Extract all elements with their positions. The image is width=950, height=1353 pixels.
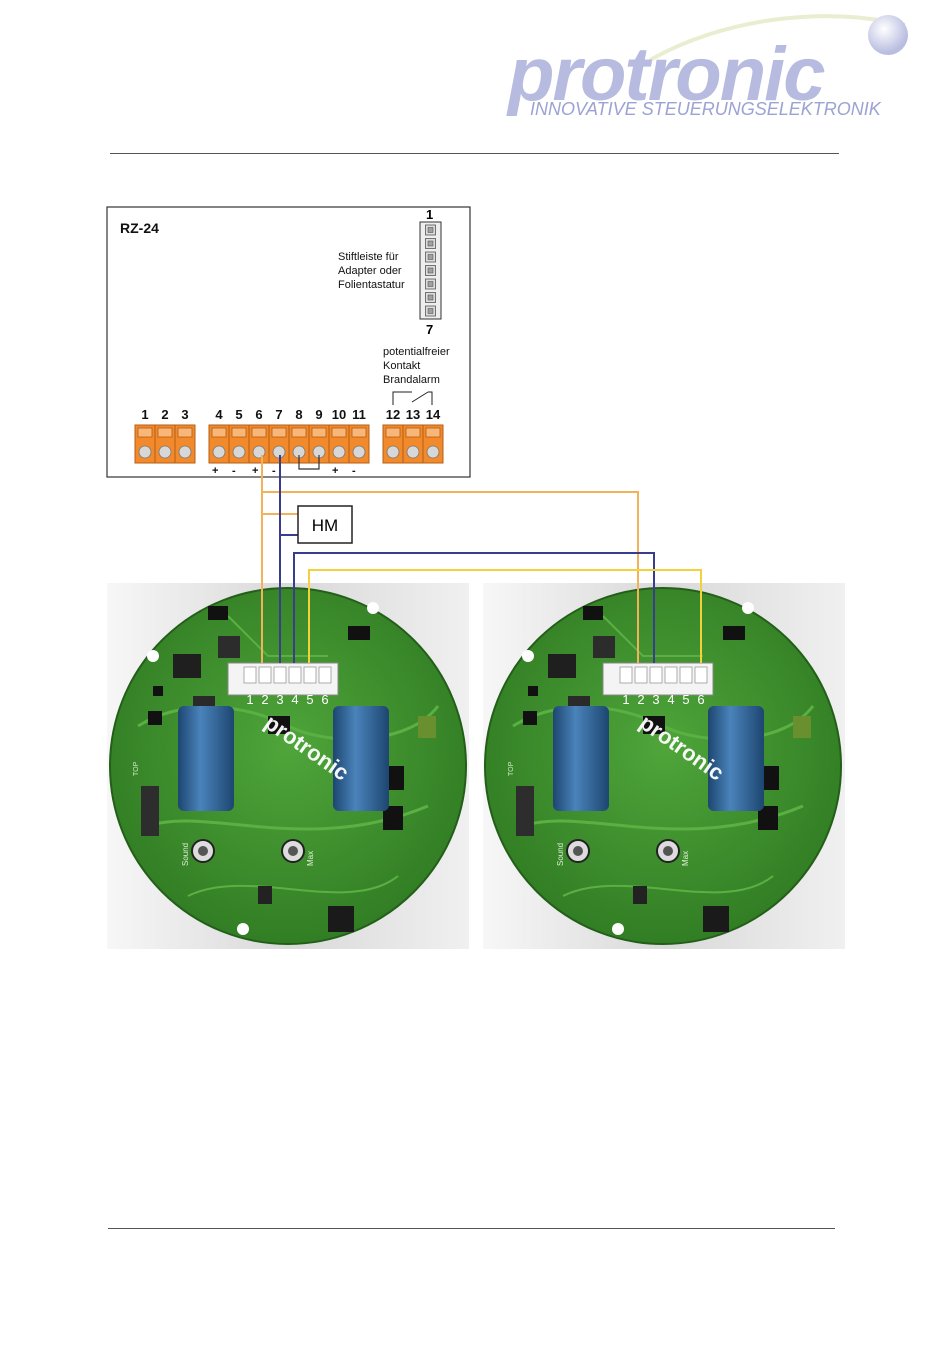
pin-header [420, 222, 441, 319]
terminal-number: 6 [255, 407, 262, 422]
logo-ball-icon [868, 15, 908, 55]
board-connector-pin [244, 667, 256, 683]
header-caption-line: Folientastatur [338, 279, 405, 291]
board-connector-pin-label: 6 [697, 692, 704, 707]
terminal-number: 3 [181, 407, 188, 422]
terminal-block [423, 425, 443, 463]
relay-caption-line: Brandalarm [383, 374, 440, 386]
terminal-block [403, 425, 423, 463]
board-connector-pin [319, 667, 331, 683]
terminal-number: 2 [161, 407, 168, 422]
board-connector-pin [650, 667, 662, 683]
pin-header-pin [426, 306, 436, 316]
terminal-number: 9 [315, 407, 322, 422]
polarity-mark: - [232, 465, 236, 477]
board-connector-pin-label: 5 [682, 692, 689, 707]
terminal-block [249, 425, 269, 463]
terminal-number: 13 [406, 407, 420, 422]
pin-header-pin [426, 239, 436, 249]
board-connector-pin [620, 667, 632, 683]
pin-header-pin [426, 225, 436, 235]
board-connector-pin-label: 3 [652, 692, 659, 707]
pcb-board-left [110, 588, 466, 944]
pin-header-pin [426, 252, 436, 262]
board-connector-pin-label: 4 [667, 692, 674, 707]
board-connector-pin-label: 4 [291, 692, 298, 707]
polarity-mark: - [352, 465, 356, 477]
terminal-strip [135, 425, 443, 463]
terminal-block [135, 425, 155, 463]
terminal-number: 1 [141, 407, 148, 422]
board-connector-pin [680, 667, 692, 683]
header-logo: protronic INNOVATIVE STEUERUNGSELEKTRONI… [506, 15, 908, 119]
hm-box-label: HM [312, 516, 338, 535]
board-connector-pin-label: 6 [321, 692, 328, 707]
pin-header-pin [426, 266, 436, 276]
terminal-block [209, 425, 229, 463]
board-connector-pin-label: 2 [261, 692, 268, 707]
board-connector-pin [304, 667, 316, 683]
board-connector-pin [665, 667, 677, 683]
polarity-mark: + [332, 465, 338, 477]
board-connector-pin [289, 667, 301, 683]
terminal-number: 10 [332, 407, 346, 422]
pin-header-pin [426, 293, 436, 303]
terminal-block [383, 425, 403, 463]
board-connector-pin [274, 667, 286, 683]
controller-name: RZ-24 [120, 220, 159, 236]
header-bottom-label: 7 [426, 322, 433, 337]
header-top-label: 1 [426, 207, 433, 222]
board-connector-pin [259, 667, 271, 683]
board-connector-pin [695, 667, 707, 683]
board-connector-pin [635, 667, 647, 683]
terminal-block [349, 425, 369, 463]
terminal-number: 5 [235, 407, 242, 422]
polarity-mark: + [212, 465, 218, 477]
terminal-block [229, 425, 249, 463]
bottom-divider [108, 1228, 835, 1229]
board-connector-pin-label: 2 [637, 692, 644, 707]
terminal-block [329, 425, 349, 463]
terminal-number: 4 [215, 407, 223, 422]
relay-caption-line: potentialfreier [383, 346, 450, 358]
terminal-block [155, 425, 175, 463]
relay-caption-line: Kontakt [383, 360, 420, 372]
terminal-number: 12 [386, 407, 400, 422]
terminal-number: 8 [295, 407, 302, 422]
terminal-number: 14 [426, 407, 441, 422]
logo-tagline: INNOVATIVE STEUERUNGSELEKTRONIK [530, 99, 882, 119]
terminal-block [175, 425, 195, 463]
terminal-number: 11 [352, 407, 366, 422]
pcb-board-right [485, 588, 841, 944]
header-caption: Stiftleiste für Adapter oder Folientasta… [338, 251, 405, 291]
board-connector-pin-label: 1 [622, 692, 629, 707]
board-connector-pin-label: 3 [276, 692, 283, 707]
board-connector-pin-label: 1 [246, 692, 253, 707]
polarity-mark: - [272, 465, 276, 477]
header-caption-line: Stiftleiste für [338, 251, 399, 263]
terminal-number: 7 [275, 407, 282, 422]
top-divider [110, 153, 839, 154]
pin-header-pin [426, 279, 436, 289]
board-connector-pin-label: 5 [306, 692, 313, 707]
polarity-mark: + [252, 465, 258, 477]
header-caption-line: Adapter oder [338, 265, 402, 277]
